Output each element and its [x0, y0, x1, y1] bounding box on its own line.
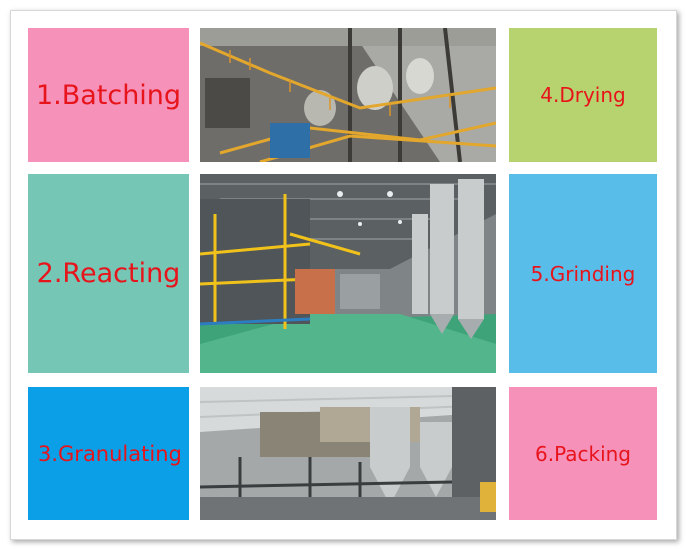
step-label: 5.Grinding — [530, 261, 636, 286]
step-tile-granulating: 3.Granulating — [28, 387, 189, 520]
granulating-equipment-photo — [200, 387, 496, 520]
step-label: 2.Reacting — [36, 258, 181, 289]
step-label: 1.Batching — [35, 79, 182, 111]
step-label: 6.Packing — [534, 441, 631, 466]
step-label: 4.Drying — [540, 83, 626, 107]
step-tile-grinding: 5.Grinding — [509, 174, 657, 373]
step-tile-drying: 4.Drying — [509, 28, 657, 162]
step-label: 3.Granulating — [38, 441, 182, 466]
step-tile-batching: 1.Batching — [28, 28, 189, 162]
step-tile-reacting: 2.Reacting — [28, 174, 189, 373]
reacting-hall-photo — [200, 174, 496, 373]
step-tile-packing: 6.Packing — [509, 387, 657, 520]
batching-plant-photo — [200, 28, 496, 162]
